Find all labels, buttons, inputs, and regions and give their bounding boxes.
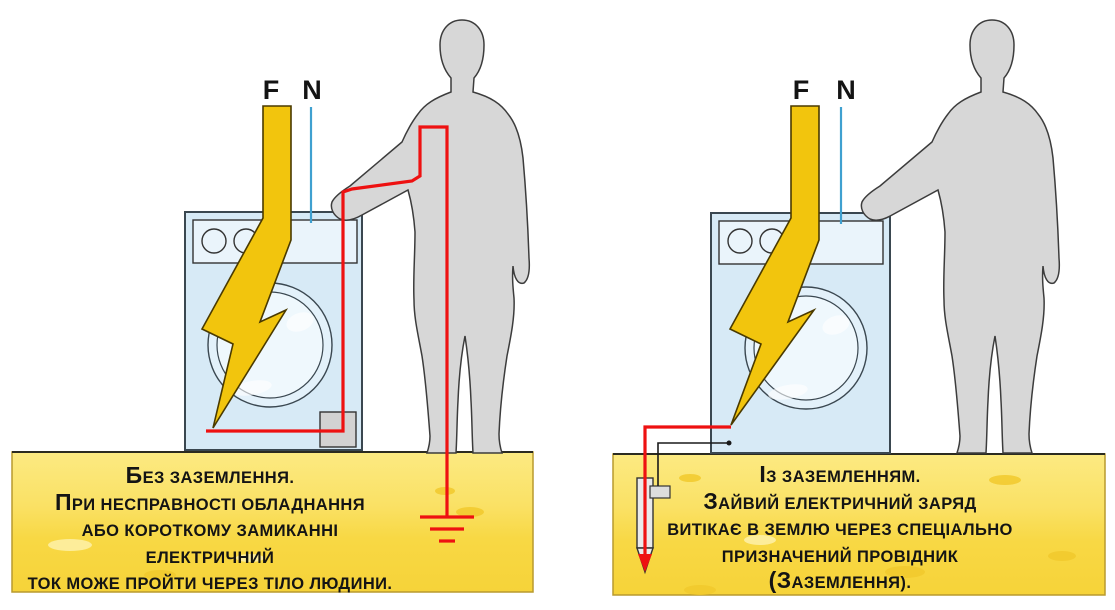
caption-line: ток може пройти через тіло людини.: [27, 575, 393, 593]
caption-line: електричний: [145, 548, 275, 567]
current-path-through-body: [206, 125, 449, 517]
panel-no-grounding: [11, 19, 534, 593]
neutral-label: N: [302, 75, 322, 105]
arrow-down-icon: [638, 554, 652, 572]
phase-label: F: [262, 75, 280, 105]
caption-no-grounding: Без заземлення.При несправності обладнан…: [10, 462, 410, 597]
caption-line: (Заземлення).: [768, 567, 912, 593]
machine-knob: [727, 228, 753, 254]
ground-symbol-icon: [420, 515, 474, 543]
panel-with-grounding: [612, 19, 1106, 596]
machine-knob: [201, 228, 227, 254]
caption-line: витікає в землю через спеціально: [667, 521, 1013, 539]
neutral-label: N: [836, 75, 856, 105]
caption-with-grounding: Із заземленням.Зайвий електричний заряд в…: [630, 461, 1050, 596]
ground-area: [612, 453, 1106, 596]
caption-line: Без заземлення.: [125, 462, 295, 488]
caption-line: Із заземленням.: [759, 461, 921, 487]
caption-line: Зайвий електричний заряд: [703, 487, 977, 514]
ground-conductor-wire: [657, 440, 732, 486]
caption-line: або короткому замиканні: [81, 522, 339, 540]
lightning-bolt-icon: [200, 105, 292, 429]
phase-label: F: [792, 75, 810, 105]
caption-line: призначений провідник: [721, 547, 959, 566]
discharge-path-to-earth: [638, 425, 731, 572]
person-silhouette: [860, 19, 1061, 454]
rod-clamp: [649, 485, 671, 499]
caption-line: При несправності обладнання: [54, 488, 366, 515]
lightning-bolt-icon: [728, 105, 820, 426]
